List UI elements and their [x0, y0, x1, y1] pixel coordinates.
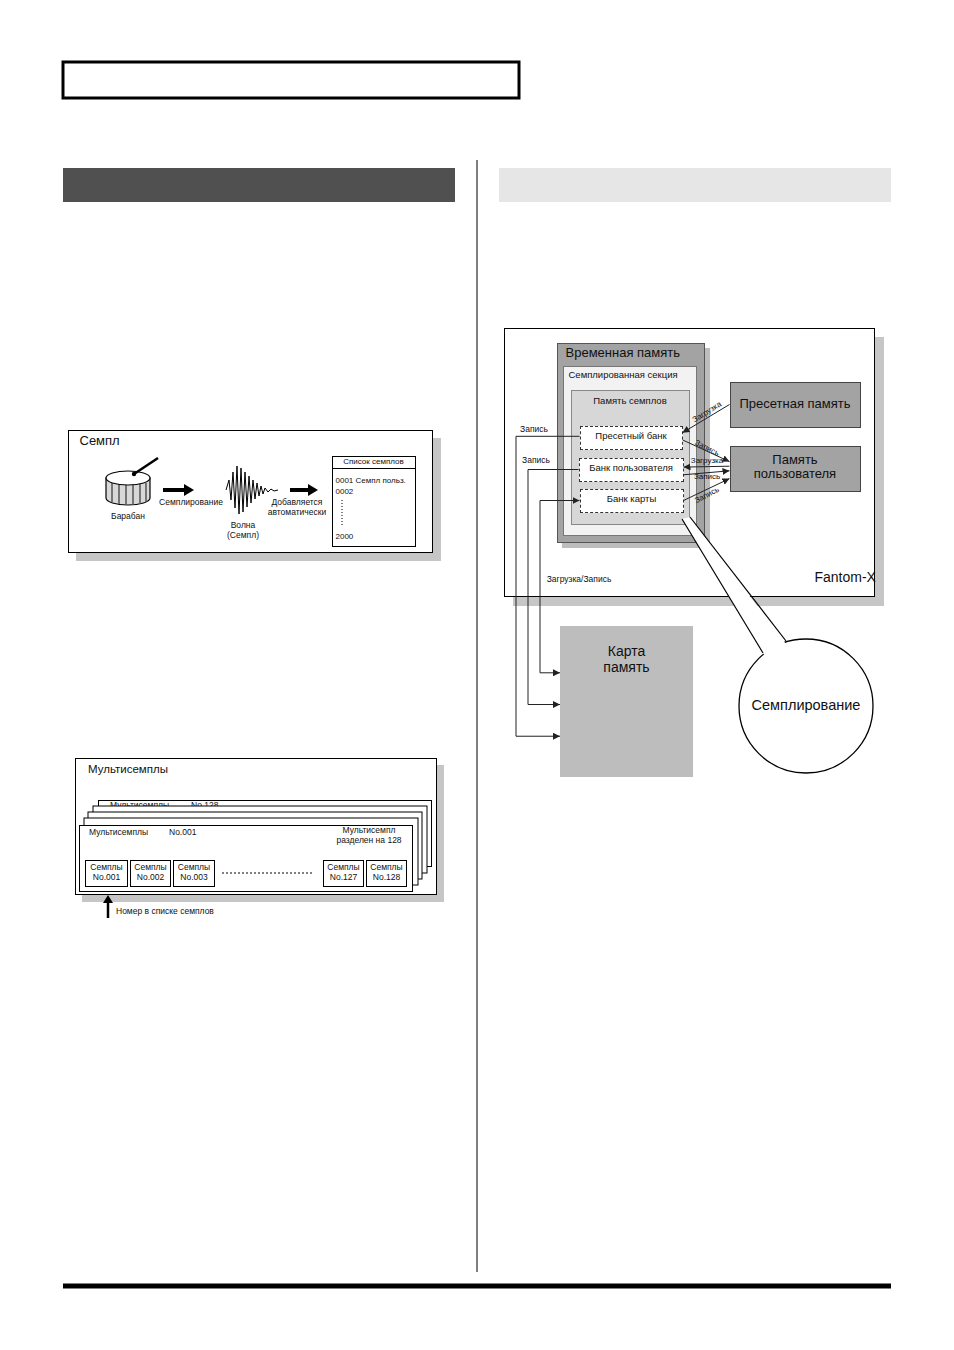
- sample-box: Семплы No.003: [173, 860, 215, 887]
- annotation-label: Семплирование: [155, 498, 227, 508]
- node-label: Семплы No.001: [85, 863, 128, 883]
- pointer-arrow-head: [103, 895, 113, 903]
- node-label: No.001: [169, 828, 209, 838]
- node-label: Семпл: [80, 434, 170, 449]
- node-label: Банк пользователя: [579, 463, 684, 474]
- annotation-label: Добавляется автоматически: [259, 498, 335, 518]
- multisample-card: Семплы No.001Семплы No.002Семплы No.003 С…: [79, 825, 413, 892]
- node-label: Семплы No.003: [173, 863, 215, 883]
- node-label: Банк карты: [580, 494, 684, 505]
- node-label: Временная память: [566, 346, 702, 361]
- edge-label: Загрузка: [691, 456, 723, 465]
- annotation-label: Номер в списке семплов: [116, 907, 256, 917]
- bank-box: Пресетный банк: [580, 426, 683, 450]
- footer-rule: [63, 1284, 891, 1289]
- bank-box: Банк пользователя: [579, 458, 684, 482]
- node-label: Мультисемпл разделен на 128: [328, 826, 410, 846]
- node-label: Семплы No.002: [130, 863, 171, 883]
- annotation-label: Волна (Семпл): [219, 521, 267, 541]
- figure-frame: МультисемплыNo.128Семплы No.001Семплы No…: [75, 758, 437, 895]
- node-label: Память семплов: [571, 396, 690, 407]
- annotation-label: Барабан: [103, 512, 153, 522]
- sample-box: Семплы No.002: [130, 860, 171, 887]
- edge-label: Запись: [522, 456, 550, 466]
- node-label: 0001 Семпл польз.: [336, 476, 416, 485]
- pointer-arrow: [107, 901, 110, 918]
- section-band: [499, 168, 891, 202]
- storage-box: Память пользователя: [730, 446, 861, 492]
- node-label: Мультисемплы: [89, 828, 169, 838]
- node-label: Семплирование: [738, 697, 874, 714]
- memory-area: Пресетный банкБанк пользователяБанк карт…: [557, 343, 705, 543]
- callout-circle: Семплирование: [738, 638, 874, 774]
- node-label: Пресетная память: [730, 397, 861, 412]
- memory-card: Карта память: [560, 626, 693, 777]
- section-band: [63, 168, 455, 202]
- device-frame: Пресетный банкБанк пользователяБанк карт…: [504, 328, 875, 597]
- column-divider: [476, 160, 478, 1272]
- header-box: [63, 62, 519, 98]
- sample-box: Семплы No.001: [85, 860, 128, 887]
- storage-box: Пресетная память: [730, 382, 861, 428]
- callout-circle-shape: [739, 639, 873, 773]
- node-label: Список семплов: [332, 457, 416, 469]
- edge-label: Загрузка/Запись: [547, 575, 612, 585]
- node-label: Мультисемплы: [110, 801, 190, 811]
- sample-list-box: Список семплов 0001 Семпл польз. 0002 2000: [332, 456, 416, 547]
- sample-box: Семплы No.127: [323, 860, 364, 887]
- bank-box: Банк карты: [580, 489, 684, 513]
- node-label: Семплы No.127: [323, 863, 364, 883]
- node-label: Карта память: [590, 643, 663, 675]
- node-label: Мультисемплы: [88, 763, 248, 776]
- sample-memory: Пресетный банкБанк пользователяБанк карт…: [571, 390, 690, 525]
- node-label: 0002: [336, 487, 376, 496]
- memory-section: Пресетный банкБанк пользователяБанк карт…: [563, 366, 697, 536]
- sample-box: Семплы No.128: [366, 860, 407, 887]
- node-label: Fantom-X: [815, 569, 873, 585]
- node-label: No.128: [191, 801, 231, 811]
- node-label: Семплированная секция: [569, 370, 695, 381]
- edge-label: Запись: [520, 425, 548, 435]
- edge-label: Запись: [694, 472, 720, 481]
- node-label: Семплы No.128: [366, 863, 407, 883]
- node-label: Пресетный банк: [580, 431, 683, 442]
- node-label: Память пользователя: [740, 453, 851, 483]
- node-label: 2000: [336, 532, 376, 541]
